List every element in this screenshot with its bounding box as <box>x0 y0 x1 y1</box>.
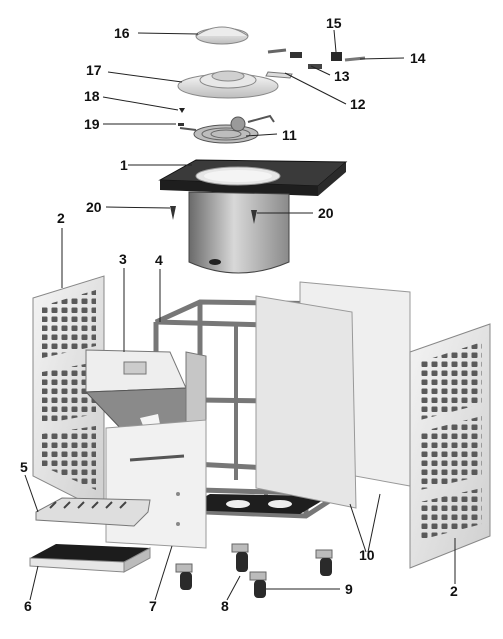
callout-6: 6 <box>24 598 32 614</box>
callout-20-right: 20 <box>318 205 334 221</box>
leader-lines <box>24 29 456 601</box>
part-20-screw-left <box>170 206 176 220</box>
callout-15: 15 <box>326 15 342 31</box>
caster-front-left <box>175 563 193 590</box>
callout-5: 5 <box>20 459 28 475</box>
part-15-switch <box>331 52 342 61</box>
part-1-top-deck <box>158 159 348 196</box>
callout-3: 3 <box>119 251 127 267</box>
part-5-drip-tray <box>35 497 151 527</box>
part-11-heater-coil <box>179 114 275 144</box>
part-17-lid <box>177 70 279 99</box>
part-2-side-panel-right <box>409 323 491 569</box>
part-10-back-panel-front <box>255 295 357 509</box>
callout-18: 18 <box>84 88 100 104</box>
part-2-side-panel-left <box>32 275 105 513</box>
callout-11: 11 <box>282 127 297 143</box>
part-3-control-panel <box>84 349 207 433</box>
caster-rear-right <box>315 549 333 576</box>
frame-base-plate <box>180 494 330 514</box>
tub-body <box>188 191 290 274</box>
part-16-top-cap <box>195 26 249 45</box>
callout-10: 10 <box>359 547 375 563</box>
part-18-screw <box>179 108 185 113</box>
callout-12: 12 <box>350 96 366 112</box>
part-14-rod <box>344 56 366 62</box>
part-9-caster <box>249 571 267 598</box>
callout-2-right: 2 <box>450 583 458 599</box>
callout-1: 1 <box>120 157 128 173</box>
part-8-caster <box>231 543 249 572</box>
callout-4: 4 <box>155 252 163 268</box>
part-6-base-tray <box>29 544 151 573</box>
callout-8: 8 <box>221 598 229 614</box>
callout-14: 14 <box>410 50 426 66</box>
callout-17: 17 <box>86 62 102 78</box>
callout-9: 9 <box>345 581 353 597</box>
part-19-washer <box>178 123 184 126</box>
part-7-front-panel <box>105 419 207 549</box>
callout-19: 19 <box>84 116 100 132</box>
part-20-screw-right <box>251 210 257 224</box>
callout-20-left: 20 <box>86 199 102 215</box>
callout-2-left: 2 <box>57 210 65 226</box>
part-13-switch <box>267 48 322 69</box>
callout-13: 13 <box>334 68 350 84</box>
callout-16: 16 <box>114 25 130 41</box>
callout-7: 7 <box>149 598 157 614</box>
